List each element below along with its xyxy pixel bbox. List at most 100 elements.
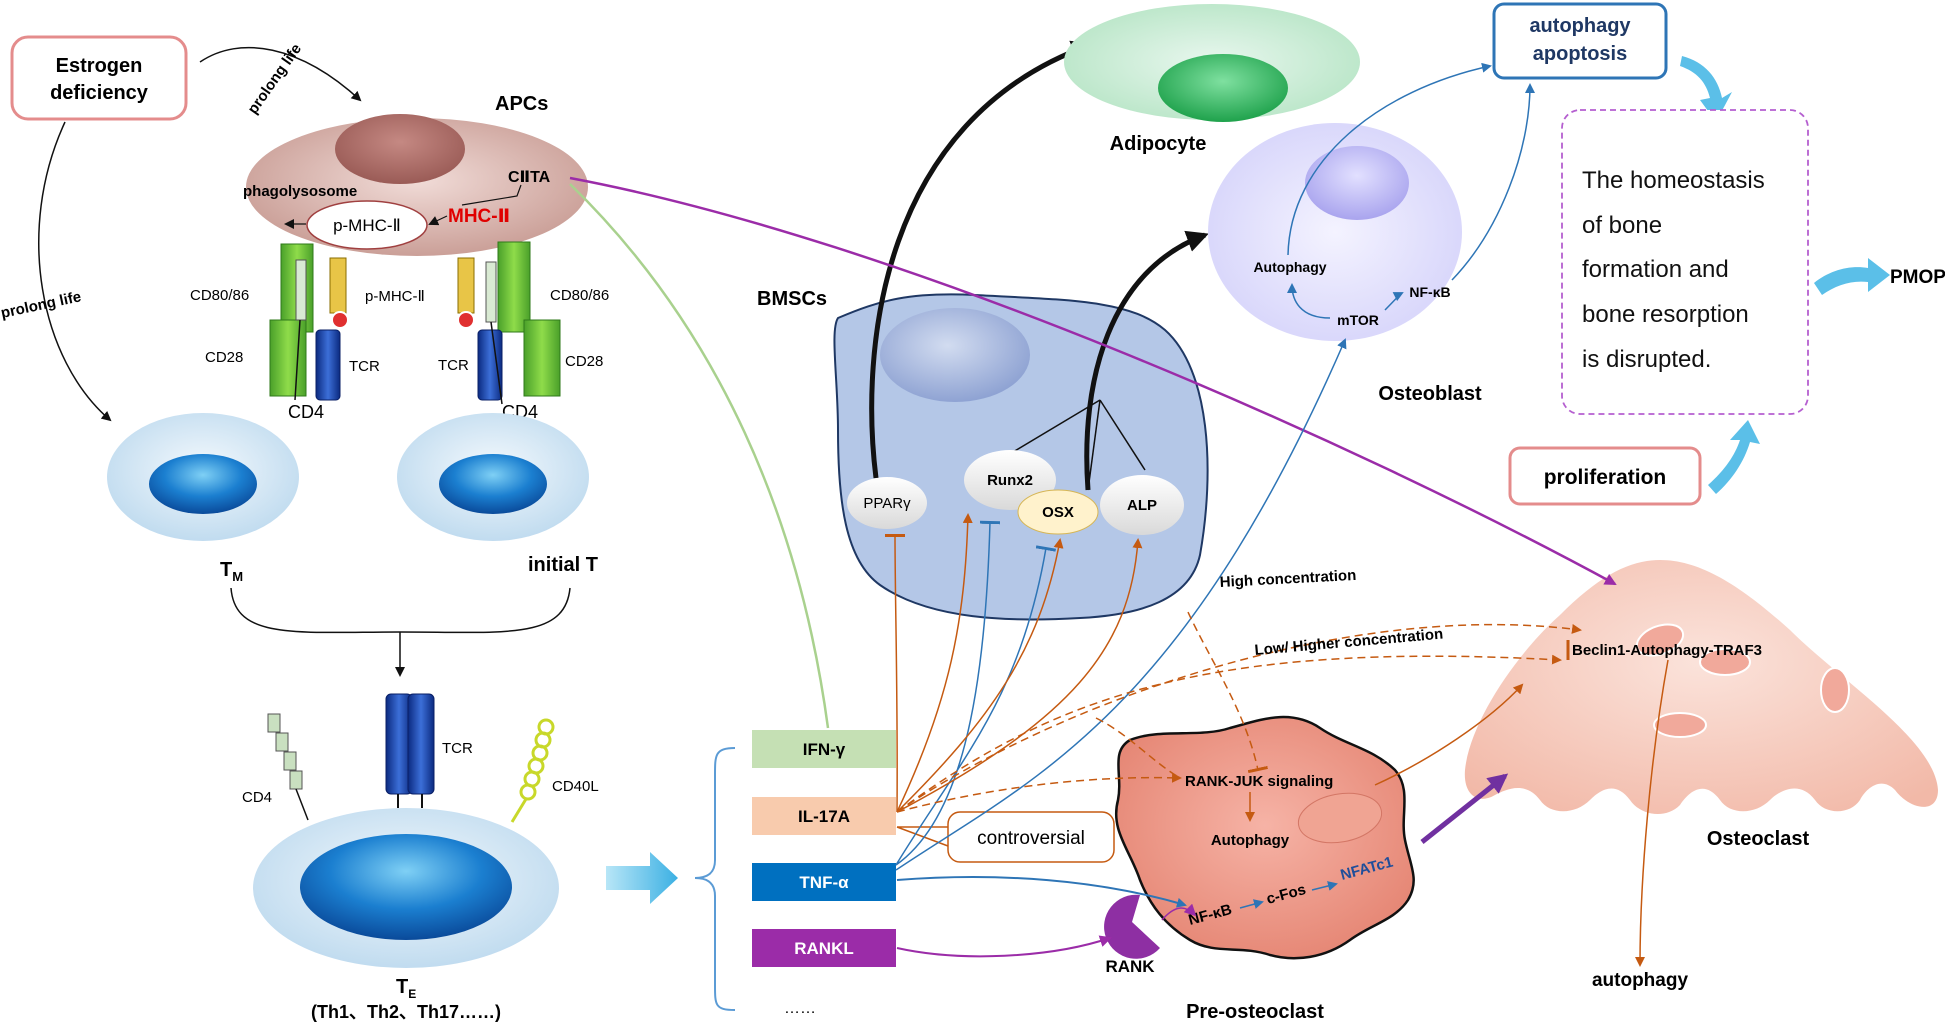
cd28-right-receptor (523, 319, 561, 397)
tnf-alpha-label: TNF-α (799, 873, 849, 892)
cd4-right-receptor (485, 261, 497, 323)
low-conc-rankjuk-link (1095, 717, 1181, 779)
homeostasis-to-pmop-arrow (1814, 258, 1890, 295)
cd4-left-label: CD4 (288, 402, 324, 422)
prolong-life-top-label: prolong life (244, 41, 305, 118)
homeostasis-box (1561, 109, 1809, 415)
rank-juk-label: RANK-JUK signaling (1185, 773, 1333, 790)
merge-bracket (230, 587, 571, 634)
apcs-label: APCs (495, 93, 548, 115)
cd28-left-label: CD28 (205, 349, 243, 366)
pre-osteoclast-cell (1115, 715, 1415, 960)
cd28-right-label: CD28 (565, 353, 603, 370)
il17a-label: IL-17A (798, 807, 850, 826)
osteoclast-autophagy-label: autophagy (1592, 970, 1688, 991)
apoptosis-to-homeostasis-arrow (1680, 56, 1732, 122)
cfos-nfatc1-arrow (1311, 881, 1338, 891)
ciita-connector (461, 184, 522, 206)
cd4-left-receptor (295, 259, 307, 321)
adipocyte-differentiation-arrow (869, 40, 1094, 479)
osteoblast-nucleus (1305, 146, 1409, 220)
pmop-label: PMOP (1890, 267, 1945, 288)
rankl-box (752, 929, 896, 967)
cd4-left-stem (294, 319, 301, 401)
ppar-gamma-label: PPARγ (863, 495, 911, 512)
osteoclast-label: Osteoclast (1707, 828, 1810, 850)
initial-t-nucleus (439, 454, 547, 514)
tcr-left-label: TCR (349, 358, 380, 375)
osx-node (1017, 489, 1099, 535)
osteoclast-cell (1464, 560, 1938, 815)
tcr-right-receptor (477, 329, 503, 401)
autophagy-apoptosis-line2: apoptosis (1533, 43, 1627, 65)
antigen-left (331, 311, 349, 329)
beclin-autophagy-arrow (1635, 659, 1669, 967)
bmsc-nucleus (880, 308, 1030, 402)
osx-label: OSX (1042, 504, 1074, 521)
runx2-label: Runx2 (987, 472, 1033, 489)
te-nucleus (300, 834, 512, 940)
osteoblast-nfkb-label: NF-κB (1409, 284, 1450, 300)
il17a-osx-arrow (896, 538, 1064, 813)
bmsc-label: BMSCs (757, 288, 827, 310)
p-mhc-right-receptor (457, 257, 475, 314)
mtor-nfkb-arrow (1384, 292, 1404, 311)
te-cd4-label: CD4 (242, 789, 272, 806)
mhc-ii-label: MHC-Ⅱ (448, 206, 510, 227)
proliferation-to-homeostasis-arrow (1708, 420, 1760, 494)
low-concentration-label: Low/ Higher concentration (1254, 626, 1444, 659)
autophagy-apoptosis-line1: autophagy (1529, 15, 1631, 37)
ifn-apc-link (569, 183, 830, 729)
rankl-label: RANKL (794, 939, 854, 958)
tnf-nfkb-arrow (896, 876, 1187, 908)
tnf-runx2-inhibit (895, 520, 1001, 866)
initial-t-label: initial T (528, 554, 598, 576)
cd28-left-receptor (269, 319, 307, 397)
cd4-right-stem (490, 321, 503, 405)
ppar-gamma-node (847, 477, 927, 529)
rankl-rank-arrow (896, 935, 1112, 958)
antigen-right (457, 311, 475, 329)
il17a-beclin-low-arrow (896, 654, 1562, 813)
te-cd4-receptor (267, 713, 309, 821)
ciita-label: CⅡTA (508, 169, 551, 186)
p-mhc-left-receptor (329, 257, 347, 314)
cd80-left-label: CD80/86 (190, 287, 249, 304)
il17a-ppar-inhibit (884, 533, 906, 813)
osteoclast-nucleus-2 (1699, 648, 1751, 676)
rank-nfkb-arrow (1161, 903, 1197, 921)
ifn-gamma-label: IFN-γ (803, 740, 846, 759)
ifn-gamma-box (752, 730, 896, 768)
cytokine-release-arrow (606, 852, 678, 904)
te-tcr-label: TCR (442, 740, 473, 757)
alp-node (1100, 475, 1184, 535)
tm-nucleus (149, 454, 257, 514)
tnf-alpha-box (752, 863, 896, 901)
il17a-alp-arrow (896, 538, 1143, 813)
pre-osteoclast-label: Pre-osteoclast (1186, 1001, 1324, 1023)
alp-label: ALP (1127, 497, 1157, 514)
mtor-autophagy-arrow (1287, 283, 1331, 319)
il17a-box (752, 797, 896, 835)
nfatc1-osteoclast-arrow (1420, 773, 1509, 844)
tcr-right-label: TCR (438, 357, 469, 374)
autophagy-apoptosis-arrow-1 (1287, 62, 1492, 256)
controversial-connector (896, 826, 949, 847)
rank-label: RANK (1105, 957, 1155, 976)
pre-osteoclast-nucleus (1297, 792, 1383, 844)
p-mhc-side-label: p-MHC-Ⅱ (365, 288, 425, 305)
osteoblast-differentiation-arrow (1084, 230, 1209, 491)
prolong-life-arrow-top (199, 46, 362, 102)
te-label: TE (396, 976, 416, 1001)
left-synapse (269, 243, 349, 401)
more-cytokines-label: …… (784, 1000, 816, 1017)
proliferation-box (1508, 446, 1702, 506)
osteoblast-label: Osteoblast (1378, 383, 1482, 405)
tnf-osx-inhibit (895, 545, 1057, 866)
tcr-left-receptor (315, 329, 341, 401)
cd80-right-label: CD80/86 (550, 287, 609, 304)
il17a-runx2-arrow (896, 513, 973, 813)
cd80-right-receptor (497, 241, 531, 333)
p-mhc-vesicle (306, 200, 428, 250)
